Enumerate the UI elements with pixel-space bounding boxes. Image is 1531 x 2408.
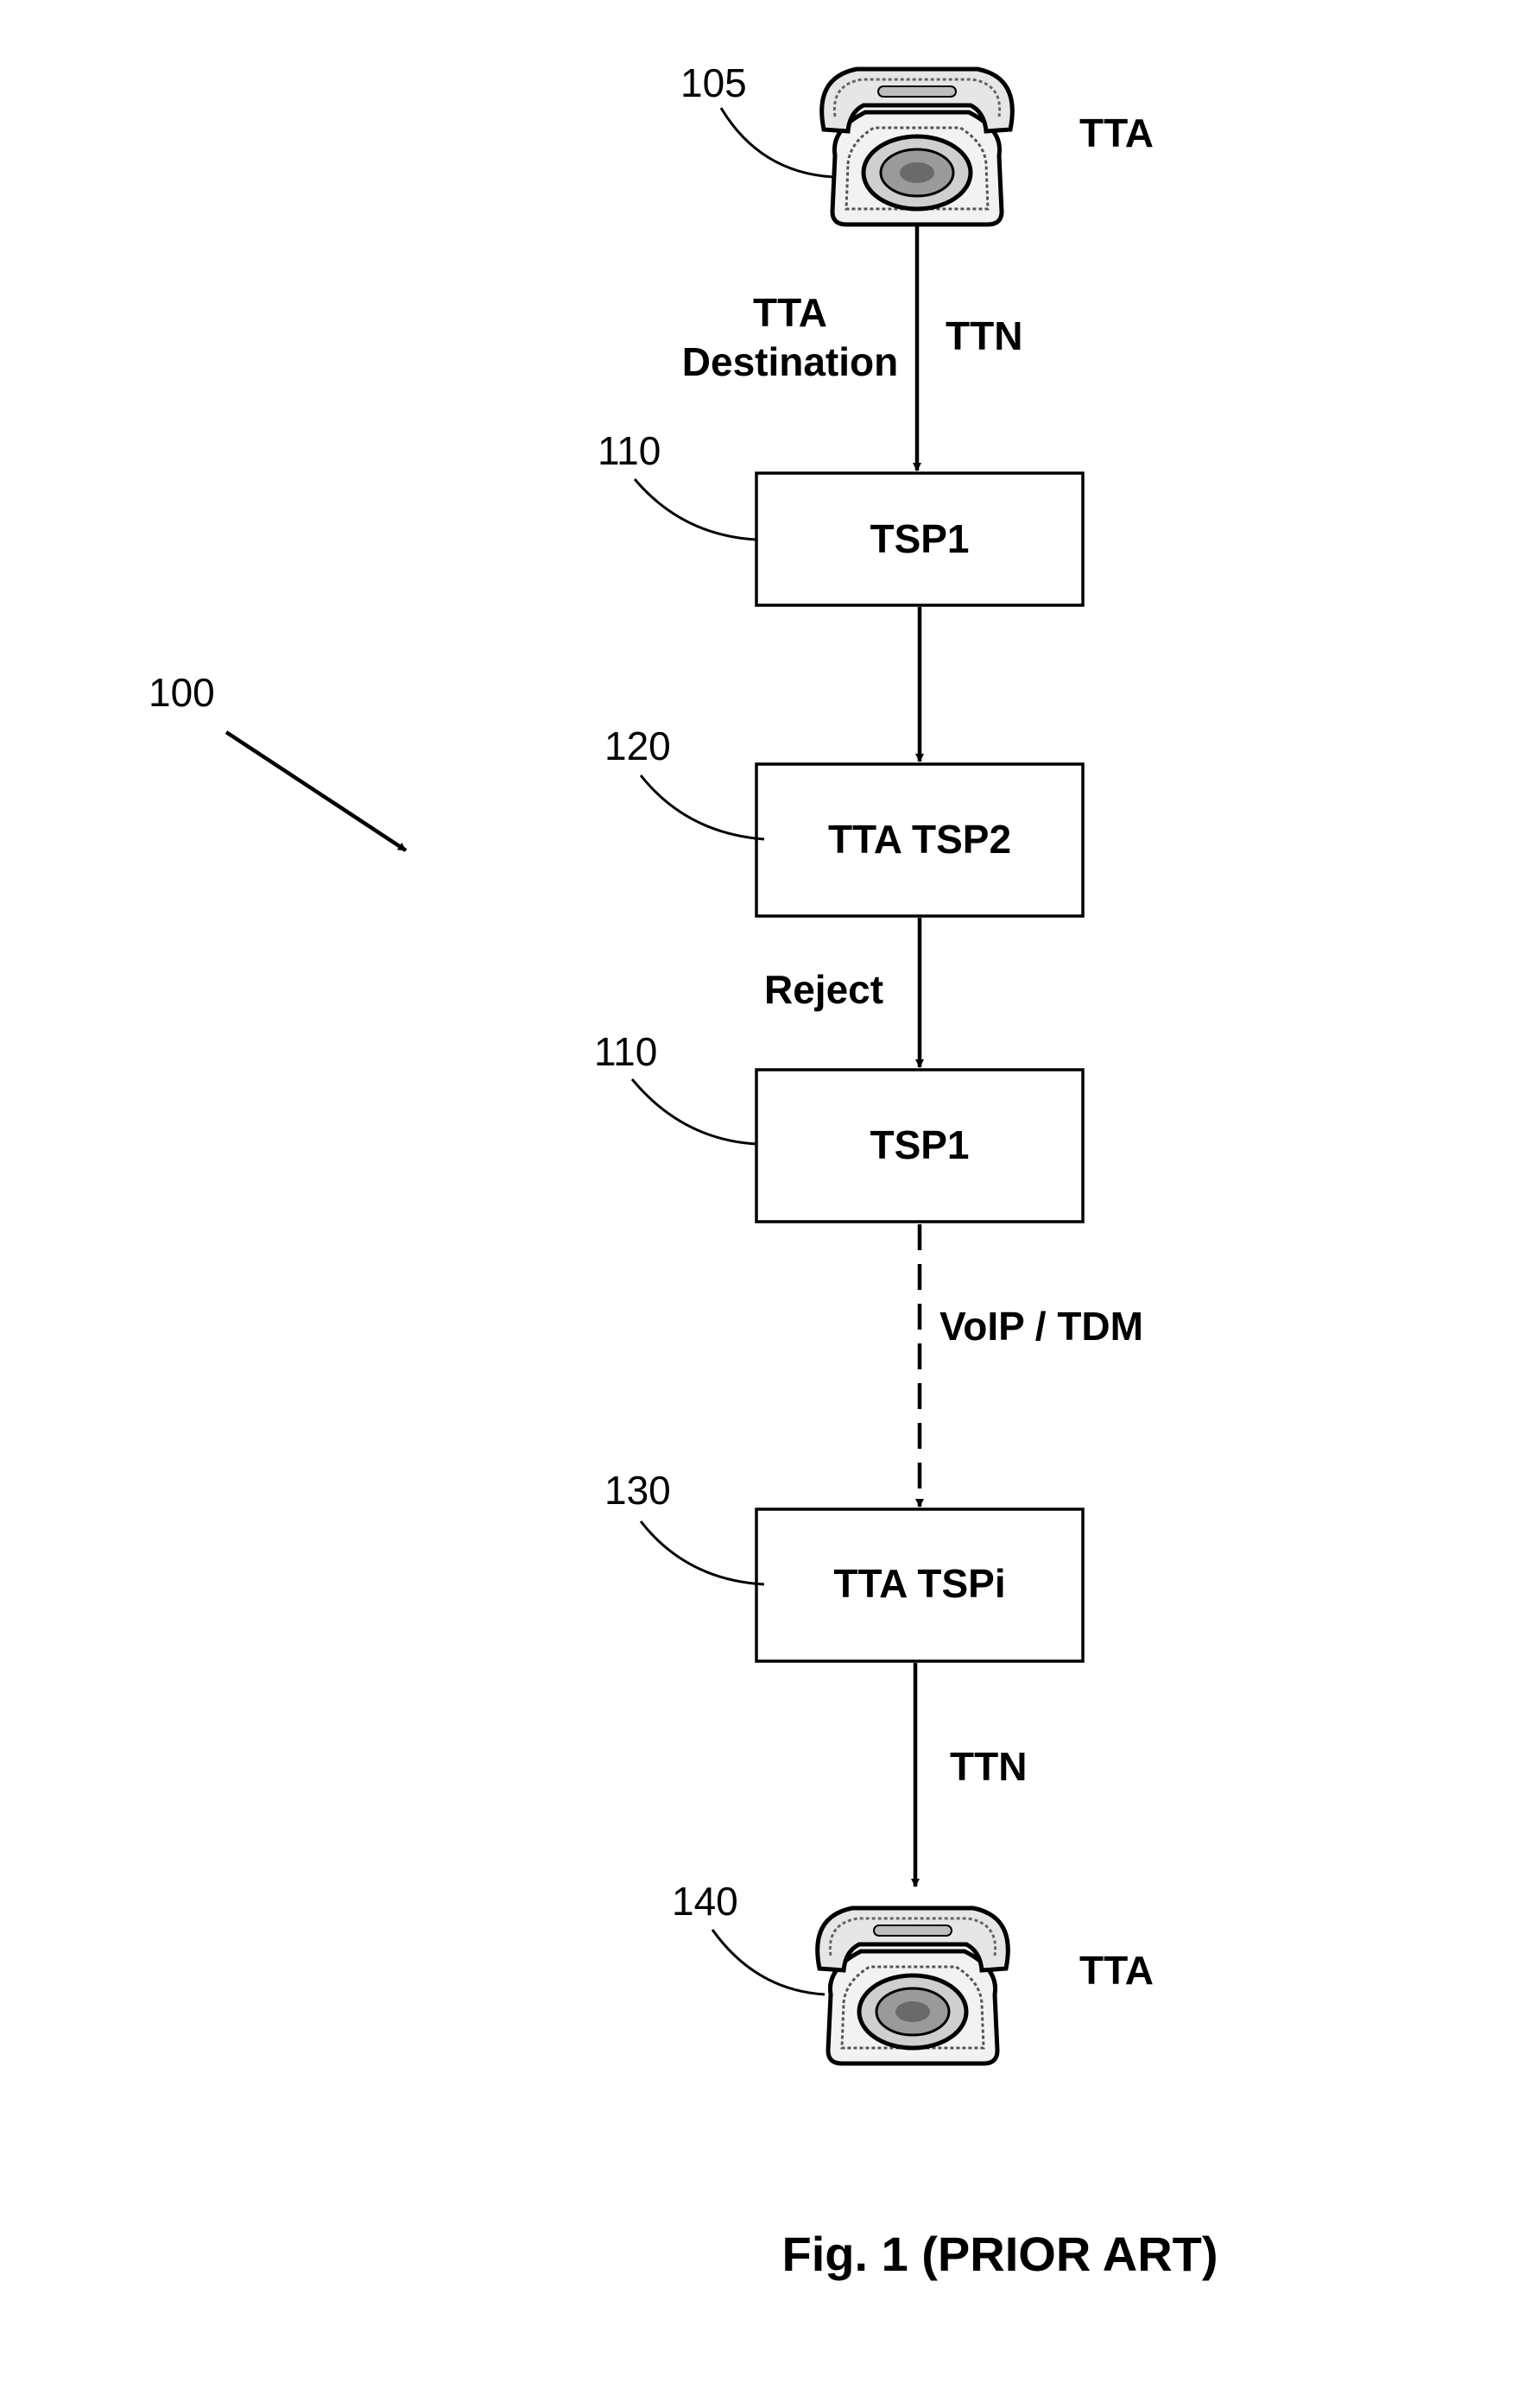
edge5-label: TTN xyxy=(950,1744,1027,1789)
ref-110-second: 110 xyxy=(594,1029,657,1074)
ref-110-first-leader xyxy=(635,479,756,540)
edge3-label: Reject xyxy=(764,967,883,1012)
ref-100-arrow xyxy=(226,732,406,850)
callee-label: TTA xyxy=(1079,1948,1154,1993)
box-tsp1-second-label: TSP1 xyxy=(870,1122,969,1167)
caller-label: TTA xyxy=(1079,111,1154,155)
callee-telephone-icon xyxy=(818,1908,1009,2064)
ref-105-leader xyxy=(721,108,833,177)
edge1-label-line2: Destination xyxy=(682,339,898,384)
ref-105: 105 xyxy=(680,60,747,105)
ref-120: 120 xyxy=(604,724,671,768)
ref-140-leader xyxy=(712,1930,825,1994)
ref-100: 100 xyxy=(149,670,215,715)
edge1-label-line1: TTA xyxy=(753,290,827,335)
box-tta-tsp2-label: TTA TSP2 xyxy=(828,817,1011,862)
ref-110-first: 110 xyxy=(598,428,661,473)
ref-130-leader xyxy=(641,1521,764,1584)
ref-130: 130 xyxy=(604,1468,671,1513)
ref-110-second-leader xyxy=(632,1079,756,1144)
edge1-right-label: TTN xyxy=(946,313,1022,358)
ref-140: 140 xyxy=(672,1879,738,1924)
box-tsp1-first-label: TSP1 xyxy=(870,516,969,561)
caller-telephone-icon xyxy=(822,69,1013,224)
edge4-label: VoIP / TDM xyxy=(939,1304,1143,1349)
box-tta-tspi-label: TTA TSPi xyxy=(833,1561,1005,1606)
figure-caption: Fig. 1 (PRIOR ART) xyxy=(781,2227,1218,2281)
ref-120-leader xyxy=(641,775,764,839)
